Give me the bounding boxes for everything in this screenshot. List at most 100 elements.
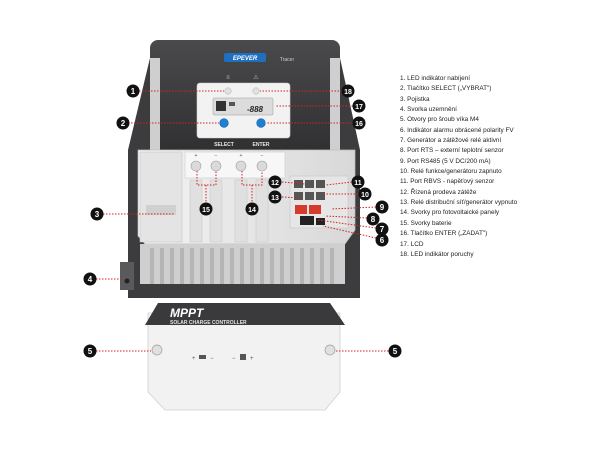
svg-text:8: 8 [371, 215, 376, 224]
cover-title: MPPT [170, 306, 205, 320]
svg-text:2: 2 [121, 119, 126, 128]
enter-button[interactable] [256, 118, 266, 128]
ground-screw [124, 278, 130, 284]
cover-battery-plus: + [192, 356, 196, 362]
brand-area: EPEVER Tracer [224, 53, 294, 63]
leader-6 [322, 225, 377, 239]
svg-text:1: 1 [131, 87, 136, 96]
svg-text:5: 5 [88, 347, 93, 356]
relay-red-terminal [295, 205, 307, 214]
legend-item: 12. Řízená prodeva zátěže [400, 188, 477, 196]
callout-7: 7 [375, 222, 389, 236]
terminal-block [184, 151, 286, 179]
leader-8 [324, 215, 368, 219]
legend-item: 13. Relé distribuční síť/generátor vypnu… [400, 199, 518, 207]
leader-11 [325, 181, 353, 186]
legend-item: 5. Otvory pro šroub víka M4 [400, 116, 479, 124]
brand-logo-badge [224, 53, 266, 62]
svg-text:4: 4 [88, 275, 93, 284]
svg-text:15: 15 [202, 207, 210, 214]
svg-text:16: 16 [355, 121, 363, 128]
battery-terminal-plus [190, 160, 202, 172]
rs485-port [300, 216, 314, 225]
callout-markers: 1 2 3 4 5 5 6 7 8 9 10 11 12 13 14 15 16… [83, 84, 402, 358]
lcd-screen: -888 [212, 97, 274, 116]
callout-1: 1 [126, 84, 140, 98]
leader-15-bracket [196, 171, 217, 186]
rts-port [316, 218, 325, 225]
legend-list: 1. LED indikátor nabíjení 2. Tlačítko SE… [400, 74, 596, 260]
callout-5-left: 5 [83, 344, 97, 358]
legend-item: 17. LCD [400, 240, 424, 248]
legend-item: 2. Tlačítko SELECT („VYBRAT") [400, 85, 492, 93]
callout-8: 8 [366, 212, 380, 226]
legend-item: 7. Generátor a zátěžové relé aktivní [400, 137, 502, 145]
callout-13: 13 [268, 190, 282, 204]
fault-led-symbol: ⚠ [253, 74, 259, 81]
legend-item: 14. Svorky pro fotovoltaické panely [400, 209, 500, 217]
svg-text:7: 7 [380, 225, 385, 234]
pv-terminal-plus [235, 160, 247, 172]
legend-item: 3. Pojistka [400, 95, 430, 103]
pv-terminal-minus [256, 160, 268, 172]
cover-dark-band [145, 303, 345, 325]
lcd-battery-icon [229, 102, 235, 106]
svg-text:10: 10 [361, 192, 369, 199]
lcd-digits: -888 [247, 105, 264, 114]
legend-item: 1. LED indikátor nabíjení [400, 75, 471, 82]
battery-minus-mark: − [215, 153, 218, 159]
leader-7 [317, 219, 377, 229]
terminal-cover: MPPT SOLAR CHARGE CONTROLLER + − − + [145, 303, 345, 411]
leader-lines [96, 90, 389, 352]
pv-minus-mark: − [261, 153, 264, 159]
callout-14: 14 [245, 202, 259, 216]
callout-12: 12 [268, 175, 282, 189]
ground-bracket [120, 262, 134, 290]
heatsink [140, 244, 345, 284]
cable-channels [189, 179, 269, 243]
callout-4: 4 [83, 272, 97, 286]
legend-item: 10. Relé funkce/generátoru zapnuto [400, 168, 502, 176]
callout-6: 6 [375, 233, 389, 247]
relay-red-terminal-2 [309, 205, 321, 214]
legend-item: 8. Port RTS – externí teplotní senzor [400, 147, 504, 155]
cover-subtitle: SOLAR CHARGE CONTROLLER [170, 320, 247, 326]
lcd-icon [216, 101, 226, 111]
callout-16: 16 [352, 116, 366, 130]
callout-3: 3 [90, 207, 104, 221]
left-rail [150, 58, 160, 153]
model-label: Tracer [280, 57, 295, 63]
charge-led-symbol: ≡ [226, 75, 230, 81]
callout-2: 2 [116, 116, 130, 130]
fault-led [252, 87, 260, 95]
legend-item: 6. Indikátor alarmu obrácené polarity FV [400, 126, 514, 134]
svg-text:5: 5 [393, 347, 398, 356]
cover-screw-hole-left [151, 344, 163, 356]
terminal-housing: + − + − [137, 149, 356, 245]
cover-battery-minus: − [210, 356, 214, 362]
callout-18: 18 [341, 84, 355, 98]
terminal-screws [190, 160, 268, 172]
callout-5-right: 5 [388, 344, 402, 358]
svg-text:11: 11 [354, 180, 362, 187]
legend-item: 15. Svorky baterie [400, 219, 452, 227]
svg-text:14: 14 [248, 207, 256, 214]
svg-text:17: 17 [355, 104, 363, 111]
svg-text:9: 9 [380, 203, 385, 212]
legend-item: 18. LED indikátor poruchy [400, 250, 474, 258]
battery-plus-mark: + [195, 153, 198, 159]
legend-item: 16. Tlačítko ENTER („ZADAT") [400, 230, 488, 238]
svg-text:6: 6 [380, 236, 385, 245]
svg-text:18: 18 [344, 89, 352, 96]
leader-12 [281, 181, 306, 185]
cover-battery-icon [199, 355, 206, 359]
charge-led [224, 87, 232, 95]
select-button[interactable] [219, 118, 229, 128]
battery-terminal-minus [210, 160, 222, 172]
cover-pv-plus: + [250, 356, 254, 362]
svg-text:13: 13 [271, 195, 279, 202]
callout-9: 9 [375, 200, 389, 214]
legend-item: 9. Port RS485 (5 V DC/200 mA) [400, 157, 491, 165]
legend-item: 4. Svorka uzemnění [400, 106, 457, 114]
